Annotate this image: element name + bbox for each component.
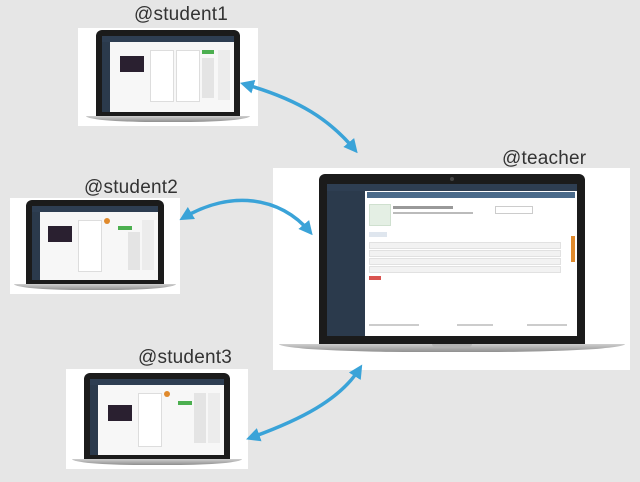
video-thumbnail — [120, 56, 144, 72]
student3-display — [90, 379, 224, 455]
app-sidebar — [32, 212, 40, 280]
student3-laptop-base — [72, 459, 242, 465]
app-sidebar — [90, 385, 98, 455]
student1-laptop — [86, 30, 250, 122]
student2-screen-bezel — [26, 200, 164, 284]
footer-line — [369, 324, 419, 326]
green-badge — [202, 50, 214, 54]
post-card — [150, 50, 174, 102]
app-topbar — [327, 184, 577, 191]
teacher-label: @teacher — [502, 148, 587, 169]
orange-avatar — [104, 218, 110, 224]
list-row — [369, 258, 561, 265]
student3-laptop — [72, 373, 242, 465]
student1-screen-bezel — [96, 30, 240, 116]
double-headed-arrow-icon — [179, 198, 313, 236]
post-card — [78, 220, 102, 272]
avatar-list — [202, 58, 214, 98]
student2-laptop — [14, 200, 176, 290]
student2-card — [10, 198, 180, 294]
double-headed-arrow-icon — [239, 79, 358, 154]
teacher-laptop-notch — [432, 344, 472, 347]
orange-side-tab — [571, 236, 575, 262]
header-line — [393, 212, 473, 214]
post-card — [138, 393, 162, 447]
list-row — [369, 250, 561, 257]
student2-display — [32, 206, 158, 280]
teacher-laptop — [279, 174, 625, 354]
student3-card — [66, 369, 248, 469]
list-row — [369, 266, 561, 273]
student3-label: @student3 — [138, 347, 232, 368]
group-header-box — [369, 204, 391, 226]
video-thumbnail — [48, 226, 72, 242]
avatar-list — [194, 393, 206, 443]
student1-laptop-base — [86, 116, 250, 122]
header-line — [393, 206, 453, 209]
teacher-screen-bezel — [319, 174, 585, 344]
member-list — [218, 50, 230, 100]
student1-display — [102, 36, 234, 112]
post-card — [176, 50, 200, 102]
member-list — [208, 393, 220, 443]
list-header — [369, 232, 387, 237]
app-topbar — [32, 206, 158, 212]
orange-avatar — [164, 391, 170, 397]
double-headed-arrow-icon — [246, 364, 363, 442]
list-row — [369, 242, 561, 249]
student2-laptop-base — [14, 284, 176, 290]
app-topbar — [102, 36, 234, 42]
student1-label: @student1 — [134, 4, 228, 25]
video-thumbnail — [108, 405, 132, 421]
camera-icon — [450, 177, 454, 181]
avatar-list — [128, 232, 140, 270]
footer-line — [457, 324, 493, 326]
teacher-card — [273, 168, 630, 370]
student3-screen-bezel — [84, 373, 230, 459]
teacher-laptop-base — [279, 344, 625, 352]
student2-label: @student2 — [84, 177, 178, 198]
green-badge — [118, 226, 132, 230]
app-topbar — [90, 379, 224, 385]
member-list — [142, 220, 154, 270]
app-sidebar — [327, 191, 365, 336]
teacher-display — [327, 184, 577, 336]
green-badge — [178, 401, 192, 405]
red-button — [369, 276, 381, 280]
app-sidebar — [102, 42, 110, 112]
footer-line — [527, 324, 567, 326]
search-box — [495, 206, 533, 214]
tab-bar — [367, 192, 575, 198]
student1-card — [78, 28, 258, 126]
